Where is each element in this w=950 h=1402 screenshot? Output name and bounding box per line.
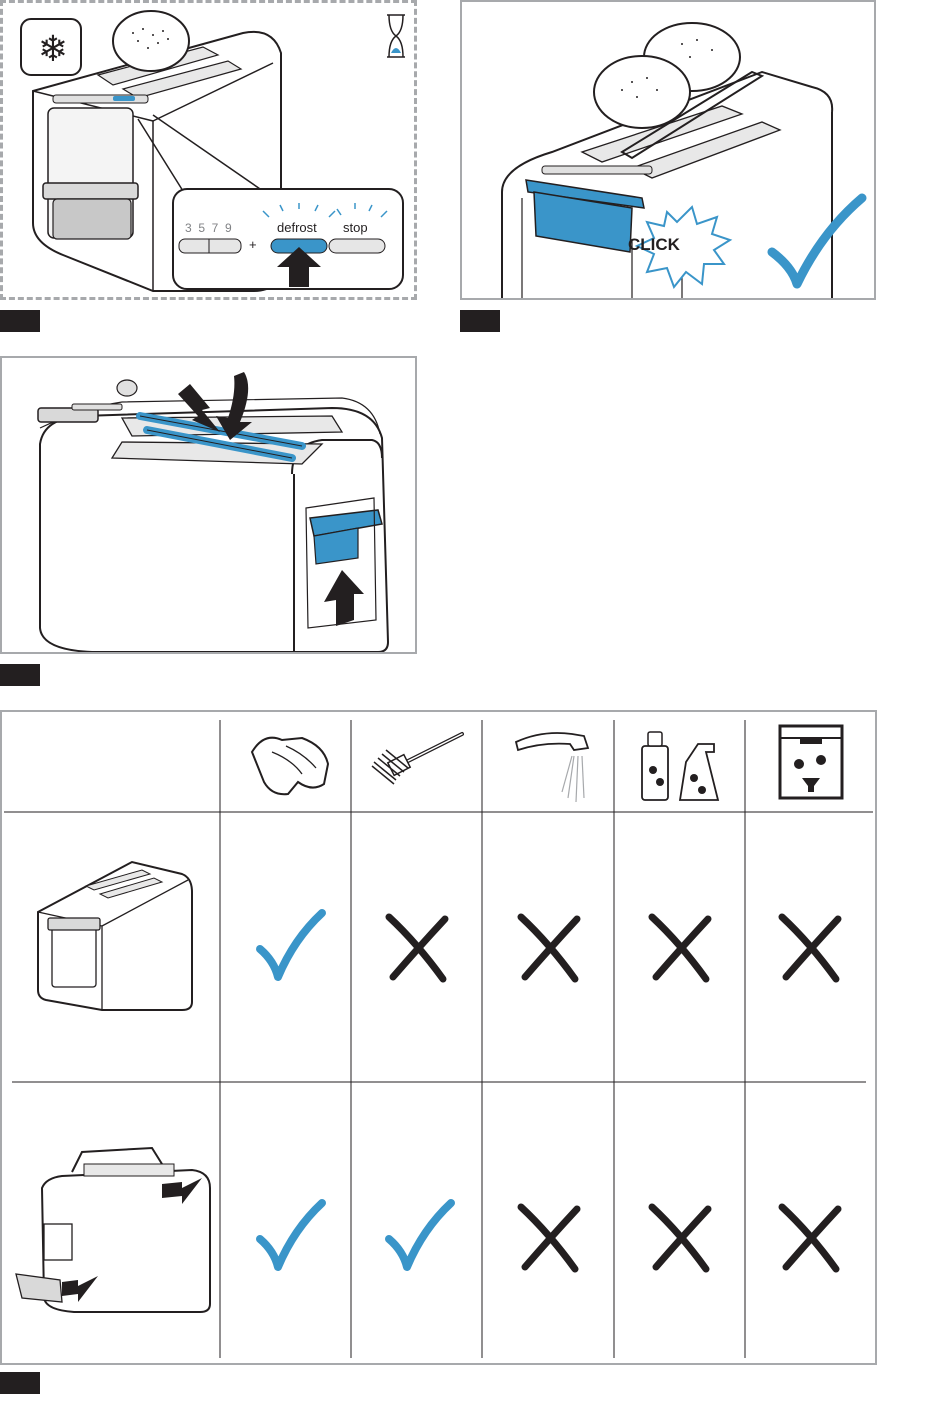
- cross-icon: [782, 1207, 838, 1269]
- checkmark-icon: [389, 1203, 451, 1267]
- cross-icon: [652, 1207, 708, 1269]
- tap-water-icon: [516, 733, 588, 802]
- level-numbers-label: 3 5 7 9: [185, 221, 232, 235]
- damp-cloth-icon: [252, 738, 328, 795]
- cleaning-table-panel: [0, 710, 877, 1365]
- cross-icon: [521, 917, 577, 979]
- step-marker-2: [460, 310, 500, 332]
- arrow-down-icon: [178, 372, 254, 440]
- click-label: CLICK: [628, 235, 680, 255]
- toaster-body-illustration: [38, 862, 192, 1010]
- cleaning-table-grid: [2, 712, 875, 1363]
- step-marker-3: [0, 664, 40, 686]
- cross-icon: [782, 917, 838, 979]
- cross-icon: [652, 917, 708, 979]
- brush-icon: [372, 734, 462, 784]
- plus-label: +: [249, 237, 257, 252]
- dishwasher-icon: [780, 726, 842, 798]
- bun-warmer-toaster-illustration: [16, 1148, 210, 1312]
- cross-icon: [521, 1207, 577, 1269]
- defrost-button-label: defrost: [277, 220, 317, 235]
- spray-cleaner-icon: [642, 732, 718, 800]
- stop-button-label: stop: [343, 220, 368, 235]
- cross-icon: [389, 917, 445, 979]
- arrow-up-icon: [324, 570, 364, 626]
- defrost-figure-panel: ❄ 3 5 7 9 + defrost stop: [0, 0, 417, 300]
- bun-warmer-figure-panel: [0, 356, 417, 654]
- checkmark-icon: [260, 913, 322, 977]
- lever-click-figure-panel: CLICK: [460, 0, 876, 300]
- hourglass-icon: [385, 13, 407, 59]
- step-marker-4: [0, 1372, 40, 1394]
- snowflake-icon: ❄: [25, 23, 81, 75]
- checkmark-icon: [260, 1203, 322, 1267]
- step-marker-1: [0, 310, 40, 332]
- checkmark-icon: [768, 194, 868, 288]
